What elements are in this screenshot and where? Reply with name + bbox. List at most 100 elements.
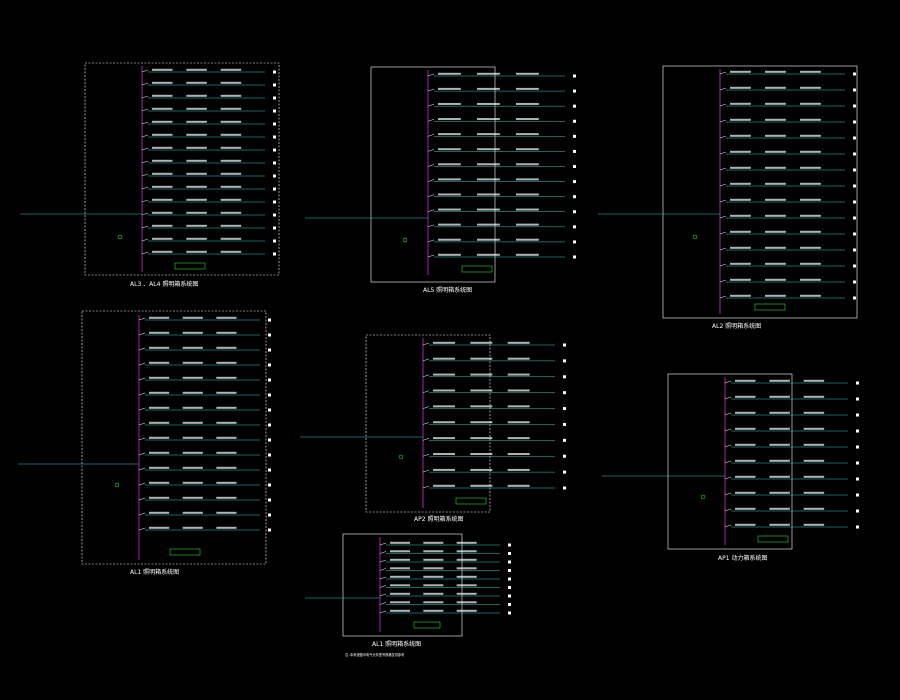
breaker-symbol	[138, 392, 146, 396]
feeder-label-block	[470, 341, 493, 344]
panel-title: AL1 照明箱系统图	[130, 568, 179, 576]
breaker-symbol	[719, 135, 727, 139]
feeder-label-block	[390, 550, 410, 553]
feeder-label-block	[800, 294, 821, 297]
feeder-label-block	[516, 253, 539, 256]
panel-al5: AL5 照明箱系统图	[305, 66, 576, 294]
pe-bar	[169, 548, 201, 556]
feeder-label-block	[730, 262, 751, 265]
panel-title: AP1 动力箱系统图	[718, 554, 767, 562]
feeder-row	[724, 459, 859, 465]
breaker-symbol	[138, 332, 146, 336]
feeder-row	[141, 250, 276, 256]
pe-bar	[757, 535, 789, 543]
feeder-label-block	[186, 146, 207, 149]
breaker-symbol	[422, 438, 430, 441]
panel-frame	[667, 373, 793, 550]
feeder-label-block	[390, 567, 410, 570]
load-terminal	[268, 393, 271, 397]
load-terminal	[508, 603, 511, 606]
feeder-label-block	[803, 379, 825, 382]
feeder-rows	[427, 72, 576, 259]
feeder-label-block	[438, 223, 461, 226]
feeder-label-block	[182, 481, 203, 484]
feeder-row	[379, 584, 511, 589]
feeder-row	[719, 246, 856, 252]
feeder-label-block	[507, 341, 530, 344]
feeder-row	[138, 331, 271, 337]
feeder-label-block	[423, 550, 444, 553]
feeder-label-block	[507, 468, 530, 471]
feeder-label-block	[516, 178, 539, 181]
feeder-label-block	[800, 118, 821, 121]
feeder-label-block	[735, 459, 756, 462]
feeder-label-block	[470, 484, 493, 487]
feeder-label-block	[470, 468, 493, 471]
ground-symbol	[114, 482, 120, 488]
breaker-symbol	[138, 437, 146, 441]
feeder-row	[724, 523, 859, 529]
feeder-row	[141, 120, 276, 126]
breaker-symbol	[427, 149, 435, 152]
feeder-label-block	[149, 391, 170, 394]
feeder-label-block	[220, 133, 242, 136]
breaker-symbol	[138, 362, 146, 366]
feeder-label-block	[182, 316, 203, 319]
breaker-symbol	[427, 179, 435, 182]
feeder-label-block	[477, 223, 500, 226]
breaker-symbol	[379, 576, 387, 580]
feeder-label-block	[220, 146, 242, 149]
feeder-row	[138, 421, 271, 427]
feeder-row	[719, 70, 856, 76]
feeder-label-block	[803, 411, 825, 414]
feeder-label-block	[769, 411, 790, 414]
feeder-label-block	[456, 558, 477, 561]
feeder-label-block	[735, 507, 756, 510]
feeder-row	[719, 86, 856, 92]
feeder-row	[719, 134, 856, 140]
feeder-label-block	[456, 592, 477, 595]
feeder-row	[422, 373, 566, 379]
load-terminal	[268, 423, 271, 427]
pe-bar	[174, 262, 206, 270]
load-terminal	[853, 232, 856, 236]
breaker-symbol	[379, 568, 387, 571]
feeder-label-block	[220, 172, 242, 175]
feeder-label-block	[507, 421, 530, 424]
feeder-row	[427, 72, 576, 78]
feeder-label-block	[149, 496, 170, 499]
breaker-symbol	[422, 453, 430, 457]
load-terminal	[853, 216, 856, 220]
feeder-row	[719, 182, 856, 188]
feeder-label-block	[456, 609, 477, 612]
feeder-label-block	[423, 541, 444, 544]
feeder-rows	[141, 68, 276, 256]
feeder-label-block	[438, 253, 461, 256]
feeder-label-block	[149, 406, 170, 409]
panel-title: AL1 照明箱系统图	[372, 640, 421, 648]
feeder-label-block	[152, 237, 173, 240]
feeder-row	[138, 361, 271, 367]
feeder-label-block	[730, 182, 751, 185]
feeder-label-block	[470, 373, 493, 376]
feeder-label-block	[152, 120, 173, 123]
feeder-label-block	[186, 94, 207, 97]
load-terminal	[563, 375, 566, 379]
feeder-label-block	[765, 70, 786, 73]
feeder-label-block	[800, 246, 821, 249]
feeder-row	[138, 376, 271, 382]
load-terminal	[273, 122, 276, 126]
feeder-label-block	[456, 541, 477, 544]
feeder-row	[422, 357, 566, 363]
feeder-label-block	[730, 166, 751, 169]
load-terminal	[573, 180, 576, 184]
feeder-rows	[379, 541, 511, 615]
feeder-label-block	[769, 379, 790, 382]
feeder-label-block	[423, 558, 444, 561]
feeder-label-block	[216, 496, 237, 499]
load-terminal	[273, 109, 276, 113]
breaker-symbol	[427, 209, 435, 212]
feeder-row	[427, 87, 576, 93]
load-terminal	[563, 486, 566, 490]
feeder-label-block	[477, 208, 500, 211]
